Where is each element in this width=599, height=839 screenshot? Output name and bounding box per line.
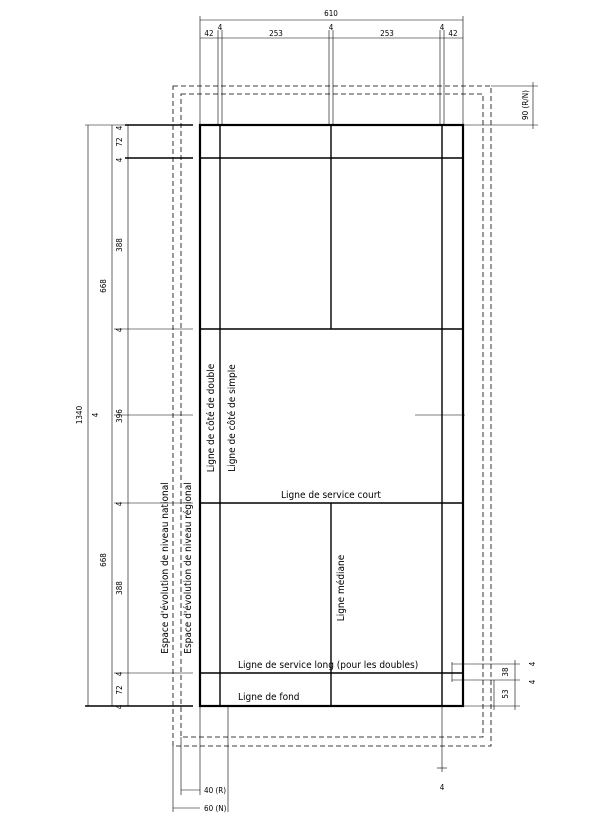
dim-bottom-center: 4 (440, 783, 445, 792)
dim-right-bottom-0: 4 (528, 661, 537, 666)
label-center-line: Ligne médiane (335, 554, 347, 621)
court-lines (198, 123, 465, 708)
dim-top-0: 42 (204, 29, 213, 38)
bottom-left-dimensions: 40 (R) 60 (N) (172, 706, 229, 813)
label-long-service: Ligne de service long (pour les doubles) (238, 660, 418, 671)
dim-inner-10: 4 (115, 704, 124, 709)
label-regional-area: Espace d'évolution de niveau régional (182, 482, 194, 653)
dim-top-5: 4 (440, 23, 445, 32)
dim-right-bottom-3: 53 (501, 689, 510, 698)
dim-left-mid: 4 (91, 412, 100, 417)
dim-bottom-left-1: 60 (N) (204, 804, 227, 813)
regional-area-outline (180, 93, 484, 738)
dim-right-bottom-1: 38 (501, 667, 510, 677)
label-national-area: Espace d'évolution de niveau national (159, 482, 171, 653)
top-dimension-chain: 610 42 4 253 4 253 4 42 (199, 9, 464, 125)
dim-inner-9: 72 (115, 685, 124, 694)
dim-half-top: 668 (99, 279, 108, 293)
label-short-service: Ligne de service court (281, 490, 381, 501)
dim-right-bottom-2: 4 (528, 679, 537, 684)
dim-top-3: 4 (329, 23, 334, 32)
dim-inner-8: 4 (115, 671, 124, 676)
dim-right-top: 90 (R/N) (521, 90, 530, 120)
dim-inner-1: 72 (115, 137, 124, 146)
dim-inner-3: 388 (115, 238, 124, 252)
dim-inner-7: 388 (115, 581, 124, 595)
label-back-line: Ligne de fond (238, 692, 300, 703)
dim-total-length: 1340 (75, 405, 84, 424)
dim-inner-4: 4 (115, 327, 124, 332)
left-extension-lines (85, 124, 465, 707)
bottom-center-dimension: 4 (437, 650, 447, 792)
dim-inner-5: 396 (115, 409, 124, 423)
dim-top-2: 253 (269, 29, 283, 38)
label-doubles-sideline: Ligne de côté de double (205, 363, 217, 472)
dim-half-bottom: 668 (99, 553, 108, 567)
label-singles-sideline: Ligne de côté de simple (226, 364, 238, 472)
right-top-dimension: 90 (R/N) (463, 82, 538, 129)
dim-top-1: 4 (218, 23, 223, 32)
dim-top-6: 42 (448, 29, 457, 38)
dim-inner-6: 4 (115, 501, 124, 506)
dim-top-4: 253 (380, 29, 394, 38)
right-bottom-dimensions: 4 38 4 53 (451, 660, 537, 710)
dim-total-width: 610 (324, 9, 338, 18)
dim-inner-0: 4 (115, 125, 124, 130)
national-area-outline (172, 85, 492, 747)
left-dimension-chain: 1340 4 668 668 4 72 4 388 4 396 4 388 4 … (75, 125, 129, 709)
dim-inner-2: 4 (115, 157, 124, 162)
dim-bottom-left-0: 40 (R) (204, 786, 226, 795)
